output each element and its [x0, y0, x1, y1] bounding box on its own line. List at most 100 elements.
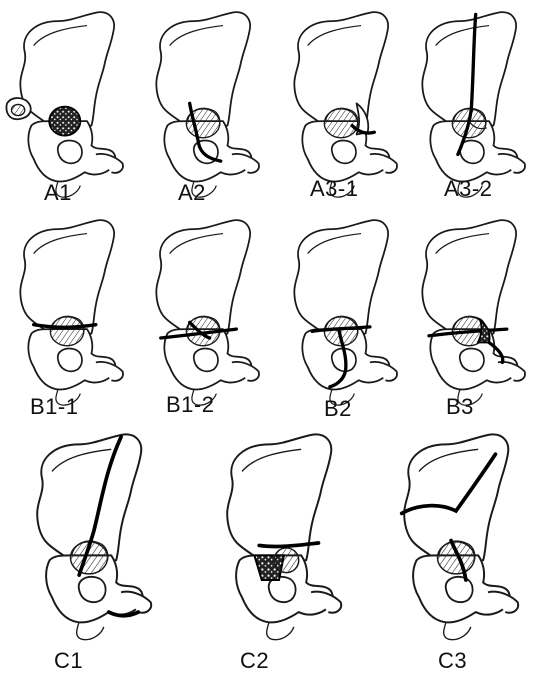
panel-A2: A2: [136, 10, 270, 225]
ischial-tuberosity: [442, 621, 472, 641]
transverse-fracture: [310, 325, 372, 334]
panel-A3-2: A3-2: [402, 10, 536, 225]
ischial-tuberosity: [75, 621, 105, 641]
acetabulum: [273, 547, 300, 574]
pubic-ramus: [231, 153, 260, 174]
ilium-wing: [293, 11, 389, 129]
panel-label-C3: C3: [438, 648, 468, 673]
panel-label-A2: A2: [178, 180, 206, 205]
pelvis-diagram-B1-1: [19, 219, 124, 406]
iliac-crest-line: [51, 448, 112, 472]
pelvis-diagram-A3-1: [293, 11, 398, 198]
ischial-tuberosity: [191, 388, 217, 406]
pubic-ramus: [95, 153, 124, 174]
iliac-crest-line: [33, 232, 88, 254]
acetabular-rim: [324, 107, 359, 126]
acetabular-fracture: [449, 538, 468, 582]
column-fracture: [456, 12, 478, 157]
pubic-ramus: [95, 361, 124, 382]
ischial-tuberosity: [457, 388, 483, 406]
pelvis-diagram-A3-2: [421, 11, 526, 198]
obturator-foramen: [458, 347, 485, 373]
posterior-wall-fracture: [188, 101, 223, 163]
obturator-foramen: [444, 576, 474, 603]
comminuted-fragment: [476, 318, 491, 344]
panel-B1-2: B1-2: [136, 218, 270, 433]
pelvis-diagram-C1: [36, 433, 153, 641]
vertical-fracture: [328, 327, 348, 389]
fracture-detail: [468, 120, 487, 130]
panel-label-B3: B3: [446, 394, 474, 419]
panel-C1: C1: [0, 432, 178, 694]
iliac-fracture: [399, 452, 498, 516]
pubic-ramus: [487, 590, 520, 614]
panel-label-B2: B2: [324, 396, 352, 421]
ischial-tuberosity: [329, 180, 355, 198]
iliac-crest-line: [241, 448, 302, 472]
transverse-fracture: [427, 327, 509, 338]
iliac-fracture: [77, 435, 123, 577]
panel-label-B1-2: B1-2: [166, 392, 215, 417]
ischial-tuberosity: [457, 180, 483, 198]
panel-label-C1: C1: [54, 648, 84, 673]
posterior-fracture: [487, 340, 505, 365]
iliac-crest-line: [307, 232, 362, 254]
pelvis-diagram-B2: [293, 219, 398, 406]
iliac-crest-line: [435, 232, 490, 254]
panel-label-C2: C2: [240, 648, 270, 673]
panel-C2: C2: [190, 432, 368, 694]
ilium-wing: [421, 11, 517, 129]
acetabular-fracture: [188, 320, 212, 340]
acetabular-rim: [438, 540, 476, 561]
pubic-ramus: [369, 361, 398, 382]
pelvis-diagram-B3: [421, 219, 526, 406]
panel-label-A1: A1: [44, 180, 72, 205]
pelvis-diagram-A2: [155, 11, 260, 198]
iliac-crest-line: [307, 24, 362, 46]
panel-label-B1-1: B1-1: [30, 394, 79, 419]
ischial-tuberosity: [191, 180, 217, 198]
transverse-fracture: [31, 323, 98, 329]
ilium-wing: [421, 219, 517, 337]
pelvis-diagram-C3: [399, 433, 520, 641]
obturator-foramen: [330, 139, 357, 165]
obturator-foramen: [77, 576, 107, 603]
ilium-wing: [36, 433, 143, 564]
acetabular-rim: [452, 107, 487, 126]
panel-A3-1: A3-1: [274, 10, 408, 225]
ilium-wing: [155, 11, 251, 129]
acetabular-rim: [186, 315, 221, 334]
pubic-ramus: [497, 153, 526, 174]
ramus-fracture: [106, 610, 141, 618]
panel-label-A3-2: A3-2: [444, 176, 493, 201]
pelvis-diagram-B1-2: [155, 219, 260, 406]
ischial-tuberosity: [55, 388, 81, 406]
ilium-wing: [155, 219, 251, 337]
panel-B2: B2: [274, 218, 408, 433]
obturator-foramen: [56, 139, 83, 165]
ilium-wing: [19, 219, 115, 337]
obturator-foramen: [192, 347, 219, 373]
panel-B1-1: B1-1: [0, 218, 134, 433]
pubic-ramus: [231, 361, 260, 382]
iliac-crest-line: [33, 24, 88, 46]
acetabular-rim: [71, 540, 109, 561]
panel-A1: A1: [0, 10, 134, 225]
iliac-crest-line: [169, 24, 224, 46]
pubic-ramus: [120, 590, 153, 614]
transverse-fracture: [257, 541, 321, 549]
ilium-wing: [226, 433, 333, 564]
pelvis-diagram-C2: [226, 433, 343, 641]
pubic-ramus: [310, 590, 343, 614]
iliac-crest-line: [418, 448, 479, 472]
pubic-ramus: [369, 153, 398, 174]
ilium-wing: [403, 433, 510, 564]
panel-C3: C3: [376, 432, 536, 694]
ischial-tuberosity: [265, 621, 295, 641]
pubic-ramus: [497, 361, 526, 382]
pelvis-diagram-A1: [5, 11, 124, 198]
femoral-head-surface: [10, 103, 26, 117]
iliac-crest-line: [435, 24, 490, 46]
panel-B3: B3: [402, 218, 536, 433]
panel-label-A3-1: A3-1: [310, 176, 359, 201]
